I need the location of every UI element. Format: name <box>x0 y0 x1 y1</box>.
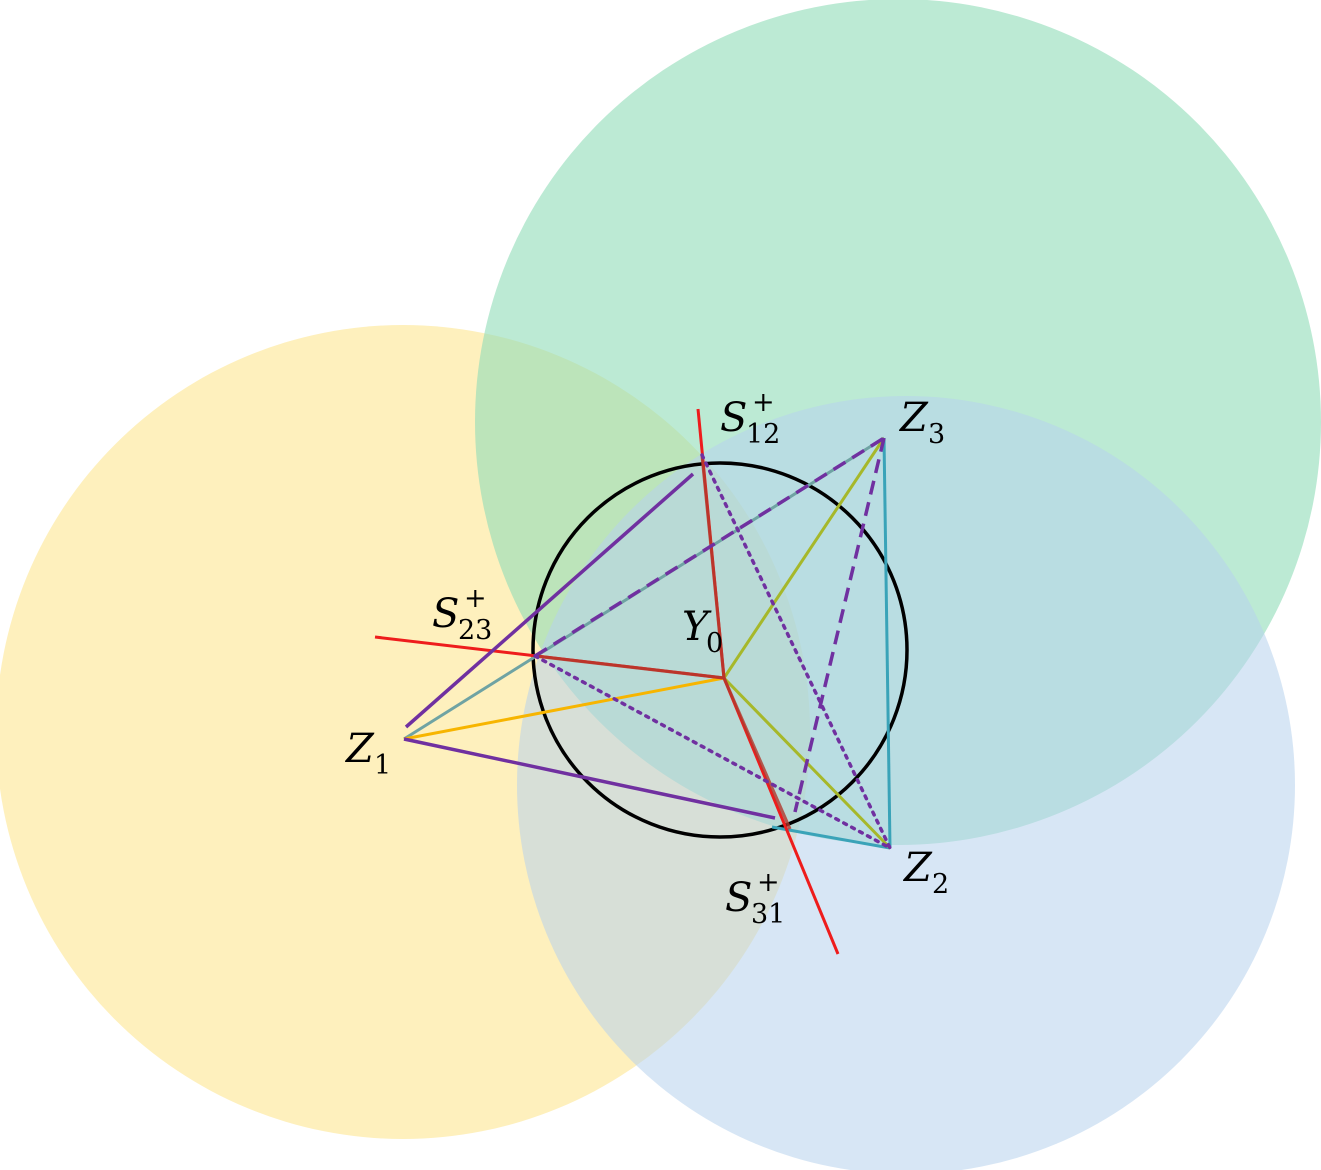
purple-dotted-1 <box>700 453 892 850</box>
label-y0: Y 0 <box>682 604 723 659</box>
svg-text:+: + <box>464 583 487 614</box>
svg-text:23: 23 <box>458 615 492 646</box>
svg-text:3: 3 <box>928 419 945 450</box>
svg-text:S: S <box>720 395 747 441</box>
red-dark-overlay-s31 <box>722 677 792 830</box>
svg-text:+: + <box>757 867 780 898</box>
purple-solid-1 <box>404 472 695 729</box>
label-s23: S + 23 <box>432 583 492 646</box>
edge-z3-z2 <box>882 437 892 849</box>
svg-text:S: S <box>725 875 752 921</box>
red-dark-overlay-s23 <box>534 654 725 680</box>
purple-dotted-2 <box>533 654 892 850</box>
purple-solid-2 <box>403 737 776 820</box>
svg-text:12: 12 <box>746 419 780 450</box>
red-dark-overlay-s12 <box>700 454 726 679</box>
purple-dashed-1 <box>534 436 885 658</box>
label-z2: Z 2 <box>902 845 949 900</box>
y0-to-z3 <box>722 437 886 679</box>
purple-dashed-2 <box>793 437 886 813</box>
svg-text:Z: Z <box>344 726 375 772</box>
svg-text:0: 0 <box>706 628 723 659</box>
label-z3: Z 3 <box>898 395 945 450</box>
svg-text:+: + <box>752 387 775 418</box>
svg-text:Z: Z <box>898 395 929 441</box>
label-s12: S + 12 <box>720 387 780 450</box>
label-s31: S + 31 <box>725 867 785 930</box>
y0-to-z1 <box>403 676 725 741</box>
edge-z2-s31 <box>771 825 891 850</box>
black-circle <box>531 461 909 839</box>
svg-text:S: S <box>432 591 459 637</box>
circle-blue <box>517 396 1295 1170</box>
svg-text:Z: Z <box>902 845 933 891</box>
svg-text:1: 1 <box>374 750 391 781</box>
svg-text:Y: Y <box>682 604 712 650</box>
svg-text:2: 2 <box>932 869 949 900</box>
svg-text:31: 31 <box>751 899 785 930</box>
label-z1: Z 1 <box>344 726 391 781</box>
